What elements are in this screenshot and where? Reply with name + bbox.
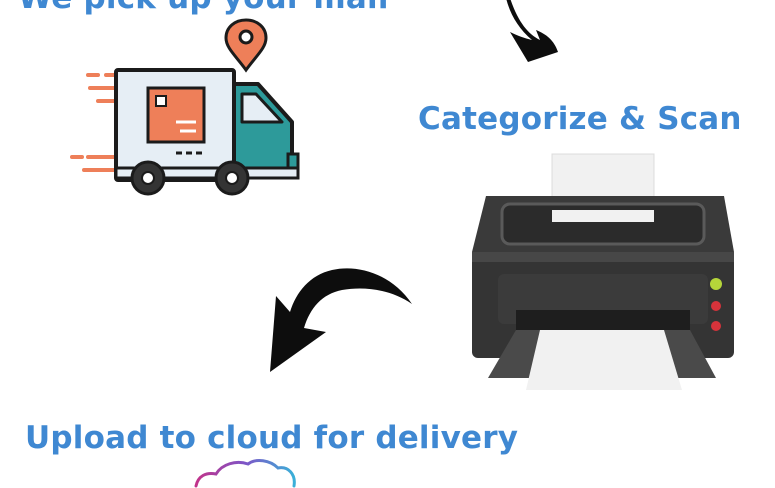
- truck-wheel: [214, 160, 250, 196]
- cloud-icon: [194, 459, 296, 488]
- truck-wheel: [130, 160, 166, 196]
- curved-arrow-left-down-icon: [270, 268, 412, 372]
- status-light-red: [711, 321, 721, 331]
- status-light-red: [711, 301, 721, 311]
- package-icon: [146, 86, 206, 144]
- curved-arrow-down-icon: [506, 0, 558, 62]
- printer-output-paper: [526, 330, 682, 390]
- printer-scanner-icon: [472, 153, 734, 390]
- truck-window: [240, 92, 284, 124]
- delivery-truck-icon: [70, 18, 300, 196]
- step-3-title: Upload to cloud for delivery: [25, 420, 519, 456]
- speed-lines: [70, 73, 116, 172]
- location-pin-icon: [224, 18, 268, 73]
- step-1-title: We pick up your mail: [18, 0, 389, 16]
- step-2-title: Categorize & Scan: [418, 101, 742, 137]
- status-light-green: [710, 278, 722, 290]
